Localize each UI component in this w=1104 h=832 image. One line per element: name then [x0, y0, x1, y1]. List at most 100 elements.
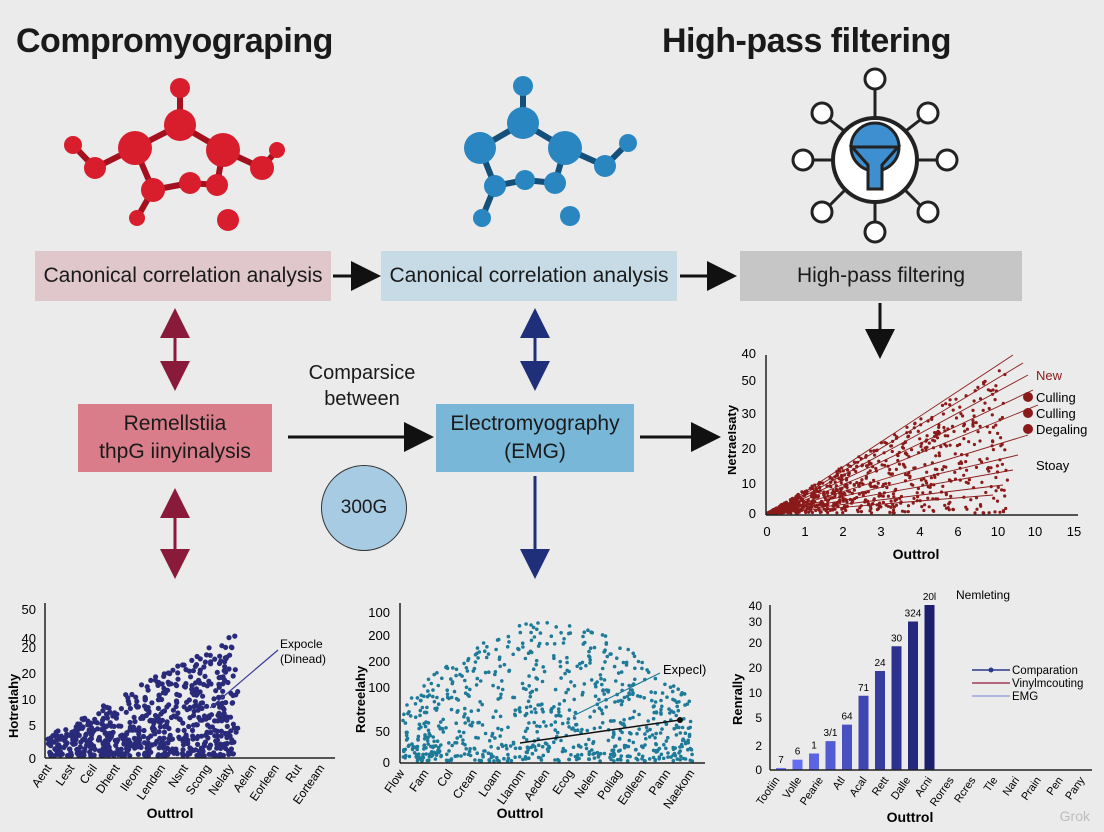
- scatter-point: [636, 659, 641, 664]
- scatter-point: [92, 746, 98, 752]
- scatter-point: [616, 671, 621, 675]
- scatter-point: [579, 666, 583, 671]
- scatter-point: [845, 485, 849, 490]
- scatter-point: [495, 755, 499, 760]
- scatter-point: [213, 752, 219, 759]
- scatter-point: [537, 743, 541, 747]
- scatter-point: [449, 695, 454, 700]
- scatter-point: [556, 707, 561, 711]
- scatter-point: [892, 495, 896, 499]
- scatter-point: [181, 727, 187, 733]
- scatter-point: [933, 467, 937, 471]
- scatter-point: [466, 716, 470, 721]
- scatter-point: [100, 708, 106, 714]
- scatter-point: [688, 719, 693, 724]
- trend-line: [772, 362, 1024, 514]
- scatter-point: [180, 752, 186, 758]
- scatter-point: [453, 741, 457, 745]
- scatter-point: [897, 462, 902, 466]
- scatter-point: [847, 472, 851, 477]
- scatter-point: [642, 759, 647, 763]
- scatter-point: [449, 758, 453, 763]
- scatter-point: [647, 735, 652, 739]
- scatter-point: [612, 751, 616, 756]
- scatter-point: [894, 503, 899, 507]
- scatter-point: [884, 482, 888, 486]
- scatter-point: [954, 397, 958, 401]
- scatter-point: [982, 380, 986, 384]
- scatter-point: [192, 663, 198, 669]
- scatter-point: [631, 651, 635, 656]
- scatter-point: [483, 731, 488, 736]
- scatter-point: [589, 630, 593, 634]
- scatter-point: [828, 508, 832, 512]
- scatter-point: [198, 752, 205, 759]
- scatter-point: [511, 652, 515, 657]
- scatter-point: [437, 745, 441, 750]
- scatter-point: [127, 740, 133, 746]
- legend-item: Culling: [1036, 406, 1076, 421]
- scatter-point: [183, 733, 189, 739]
- scatter-point: [494, 647, 498, 652]
- x-tick: Dhent: [93, 761, 123, 796]
- scatter-point: [958, 405, 962, 409]
- scatter-point: [221, 706, 227, 713]
- x-tick: Rett: [870, 775, 891, 798]
- bar: [792, 759, 803, 770]
- scatter-point: [886, 504, 890, 508]
- scatter-point: [978, 424, 982, 428]
- scatter-point: [132, 718, 138, 725]
- scatter-point: [936, 429, 940, 433]
- scatter-point: [910, 448, 914, 452]
- scatter-point: [986, 467, 990, 471]
- scatter-point: [413, 702, 418, 706]
- scatter-point: [204, 683, 210, 689]
- x-tick: 4: [916, 524, 923, 539]
- scatter-point: [139, 713, 145, 720]
- y-axis-label: Rotreelahy: [353, 665, 368, 733]
- scatter-point: [473, 660, 478, 664]
- scatter-point: [883, 463, 887, 467]
- scatter-point: [213, 688, 219, 694]
- scatter-point: [141, 727, 147, 734]
- scatter-point: [157, 724, 163, 730]
- scatter-point: [854, 469, 858, 474]
- scatter-point: [671, 758, 676, 763]
- scatter-point: [965, 507, 969, 511]
- scatter-point: [200, 693, 206, 699]
- scatter-point: [672, 726, 676, 731]
- trend-line: [772, 374, 1029, 514]
- comparison-label: Comparsice between: [292, 360, 432, 412]
- scatter-point: [627, 697, 631, 702]
- scatter-point: [149, 700, 155, 706]
- scatter-point: [620, 682, 625, 687]
- scatter-point: [156, 729, 162, 735]
- scatter-point: [635, 731, 639, 736]
- scatter-point: [825, 491, 829, 495]
- scatter-point: [599, 708, 604, 712]
- scatter-point: [586, 628, 590, 632]
- scatter-point: [438, 720, 443, 724]
- scatter-point: [625, 754, 630, 759]
- scatter-point: [588, 658, 592, 662]
- scatter-point: [973, 511, 977, 515]
- scatter-point: [498, 664, 502, 669]
- trend-line: [772, 404, 1039, 514]
- scatter-point: [534, 662, 538, 667]
- scatter-point: [474, 683, 479, 687]
- scatter-point: [960, 461, 964, 465]
- scatter-point: [104, 723, 110, 729]
- scatter-point: [852, 460, 856, 464]
- scatter-point: [876, 481, 880, 485]
- scatter-point: [576, 753, 580, 757]
- scatter-point: [445, 692, 450, 696]
- scatter-point: [916, 486, 920, 491]
- scatter-point: [454, 721, 458, 725]
- scatter-point: [535, 627, 539, 632]
- scatter-point: [217, 653, 223, 659]
- scatter-point: [592, 645, 597, 650]
- x-tick: Lest: [53, 761, 78, 788]
- scatter-point: [915, 491, 919, 495]
- scatter-point: [856, 510, 860, 514]
